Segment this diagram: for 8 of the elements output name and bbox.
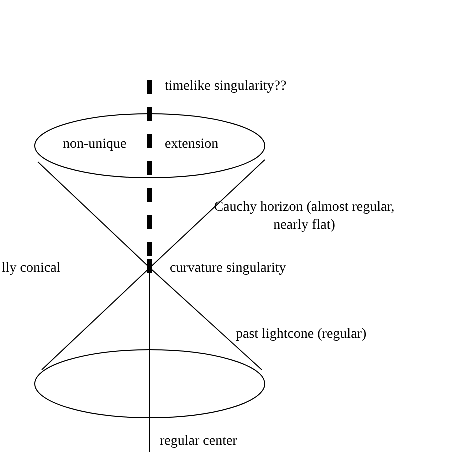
- annotation-text: past lightcone (regular): [236, 326, 367, 344]
- annotation-text: regular center: [160, 433, 238, 451]
- region-label: extension: [165, 136, 219, 154]
- annotation-text: timelike singularity??: [165, 78, 287, 96]
- annotation-text: curvature singularity: [170, 260, 286, 278]
- region-label: non-unique: [63, 136, 127, 154]
- annotation-text: lly conical: [2, 260, 61, 278]
- annotation-text: Cauchy horizon (almost regular, nearly flat): [213, 199, 396, 235]
